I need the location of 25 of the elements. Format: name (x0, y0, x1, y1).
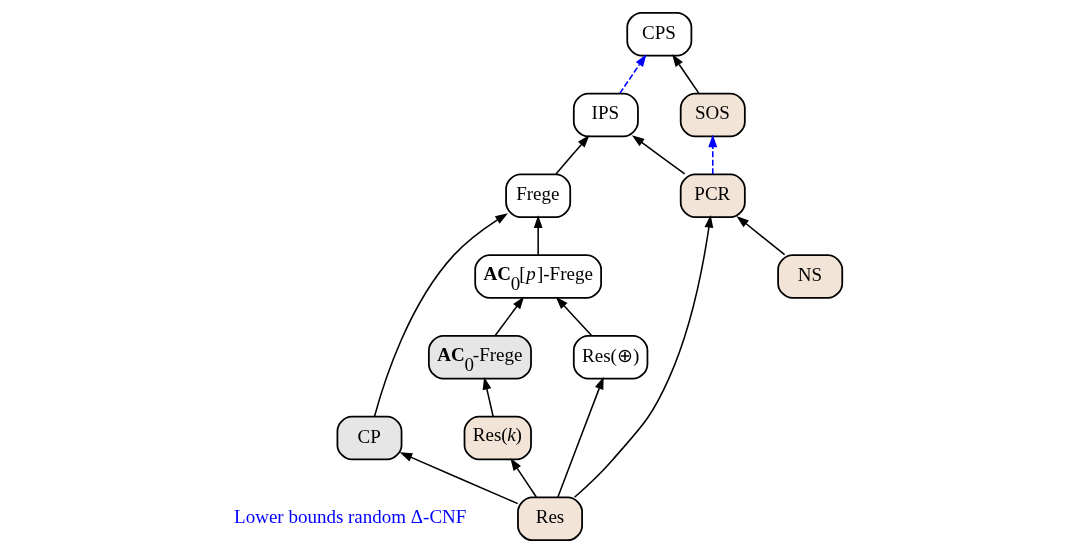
arrow (510, 458, 538, 498)
node-box: CP (336, 415, 403, 461)
node-box: Res (517, 496, 583, 542)
node-box: PCR (679, 173, 746, 218)
arrow (619, 54, 647, 94)
arrow (555, 296, 593, 337)
node-box: Res(k) (463, 415, 532, 461)
node-box: Frege (505, 173, 572, 218)
label: Lower bounds random Δ-CNF (234, 506, 467, 528)
arrow (736, 215, 786, 256)
node-box: IPS (572, 92, 639, 138)
arrow (557, 376, 604, 498)
arrow (631, 135, 686, 175)
arrow (555, 135, 590, 175)
arrow (708, 134, 718, 175)
arrow (373, 213, 508, 418)
node-box: SOS (679, 92, 746, 138)
arrow (533, 215, 543, 256)
node-box: Res(⊕) (572, 335, 649, 380)
node-box: CPS (626, 11, 693, 57)
arrow (399, 452, 519, 505)
arrow (482, 376, 494, 418)
arrow (494, 296, 525, 337)
arrow (672, 54, 700, 94)
node-box: NS (777, 254, 844, 299)
